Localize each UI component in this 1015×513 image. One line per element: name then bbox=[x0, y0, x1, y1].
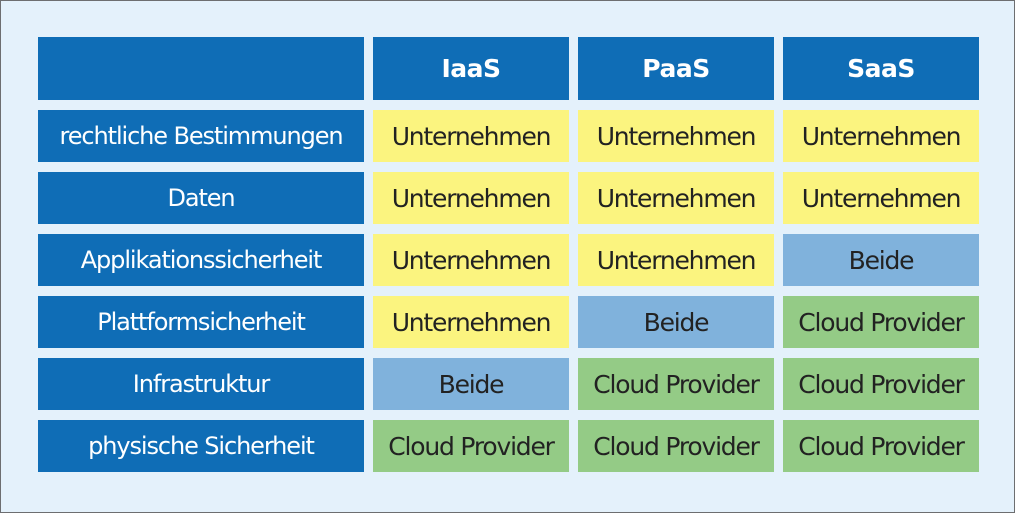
cell-infrastruktur-iaas: Beide bbox=[373, 358, 569, 410]
cell-applikationssicherheit-saas: Beide bbox=[783, 234, 979, 286]
cell-applikationssicherheit-paas: Unternehmen bbox=[578, 234, 774, 286]
cell-physische-sicherheit-saas: Cloud Provider bbox=[783, 420, 979, 472]
header-iaas: IaaS bbox=[373, 37, 569, 100]
cell-applikationssicherheit-iaas: Unternehmen bbox=[373, 234, 569, 286]
row-label-applikationssicherheit: Applikationssicherheit bbox=[38, 234, 364, 286]
row-label-plattformsicherheit: Plattformsicherheit bbox=[38, 296, 364, 348]
row-label-daten: Daten bbox=[38, 172, 364, 224]
row-label-physische-sicherheit: physische Sicherheit bbox=[38, 420, 364, 472]
cell-plattformsicherheit-iaas: Unternehmen bbox=[373, 296, 569, 348]
header-corner-cell bbox=[38, 37, 364, 100]
cell-daten-paas: Unternehmen bbox=[578, 172, 774, 224]
cell-infrastruktur-saas: Cloud Provider bbox=[783, 358, 979, 410]
cell-plattformsicherheit-saas: Cloud Provider bbox=[783, 296, 979, 348]
cell-infrastruktur-paas: Cloud Provider bbox=[578, 358, 774, 410]
cell-rechtliche-bestimmungen-paas: Unternehmen bbox=[578, 110, 774, 162]
cell-rechtliche-bestimmungen-saas: Unternehmen bbox=[783, 110, 979, 162]
cell-rechtliche-bestimmungen-iaas: Unternehmen bbox=[373, 110, 569, 162]
cell-physische-sicherheit-paas: Cloud Provider bbox=[578, 420, 774, 472]
header-paas: PaaS bbox=[578, 37, 774, 100]
cell-daten-iaas: Unternehmen bbox=[373, 172, 569, 224]
cell-daten-saas: Unternehmen bbox=[783, 172, 979, 224]
row-label-rechtliche-bestimmungen: rechtliche Bestimmungen bbox=[38, 110, 364, 162]
header-saas: SaaS bbox=[783, 37, 979, 100]
cell-plattformsicherheit-paas: Beide bbox=[578, 296, 774, 348]
row-label-infrastruktur: Infrastruktur bbox=[38, 358, 364, 410]
cell-physische-sicherheit-iaas: Cloud Provider bbox=[373, 420, 569, 472]
responsibility-table: IaaS PaaS SaaS rechtliche Bestimmungen U… bbox=[38, 37, 979, 472]
